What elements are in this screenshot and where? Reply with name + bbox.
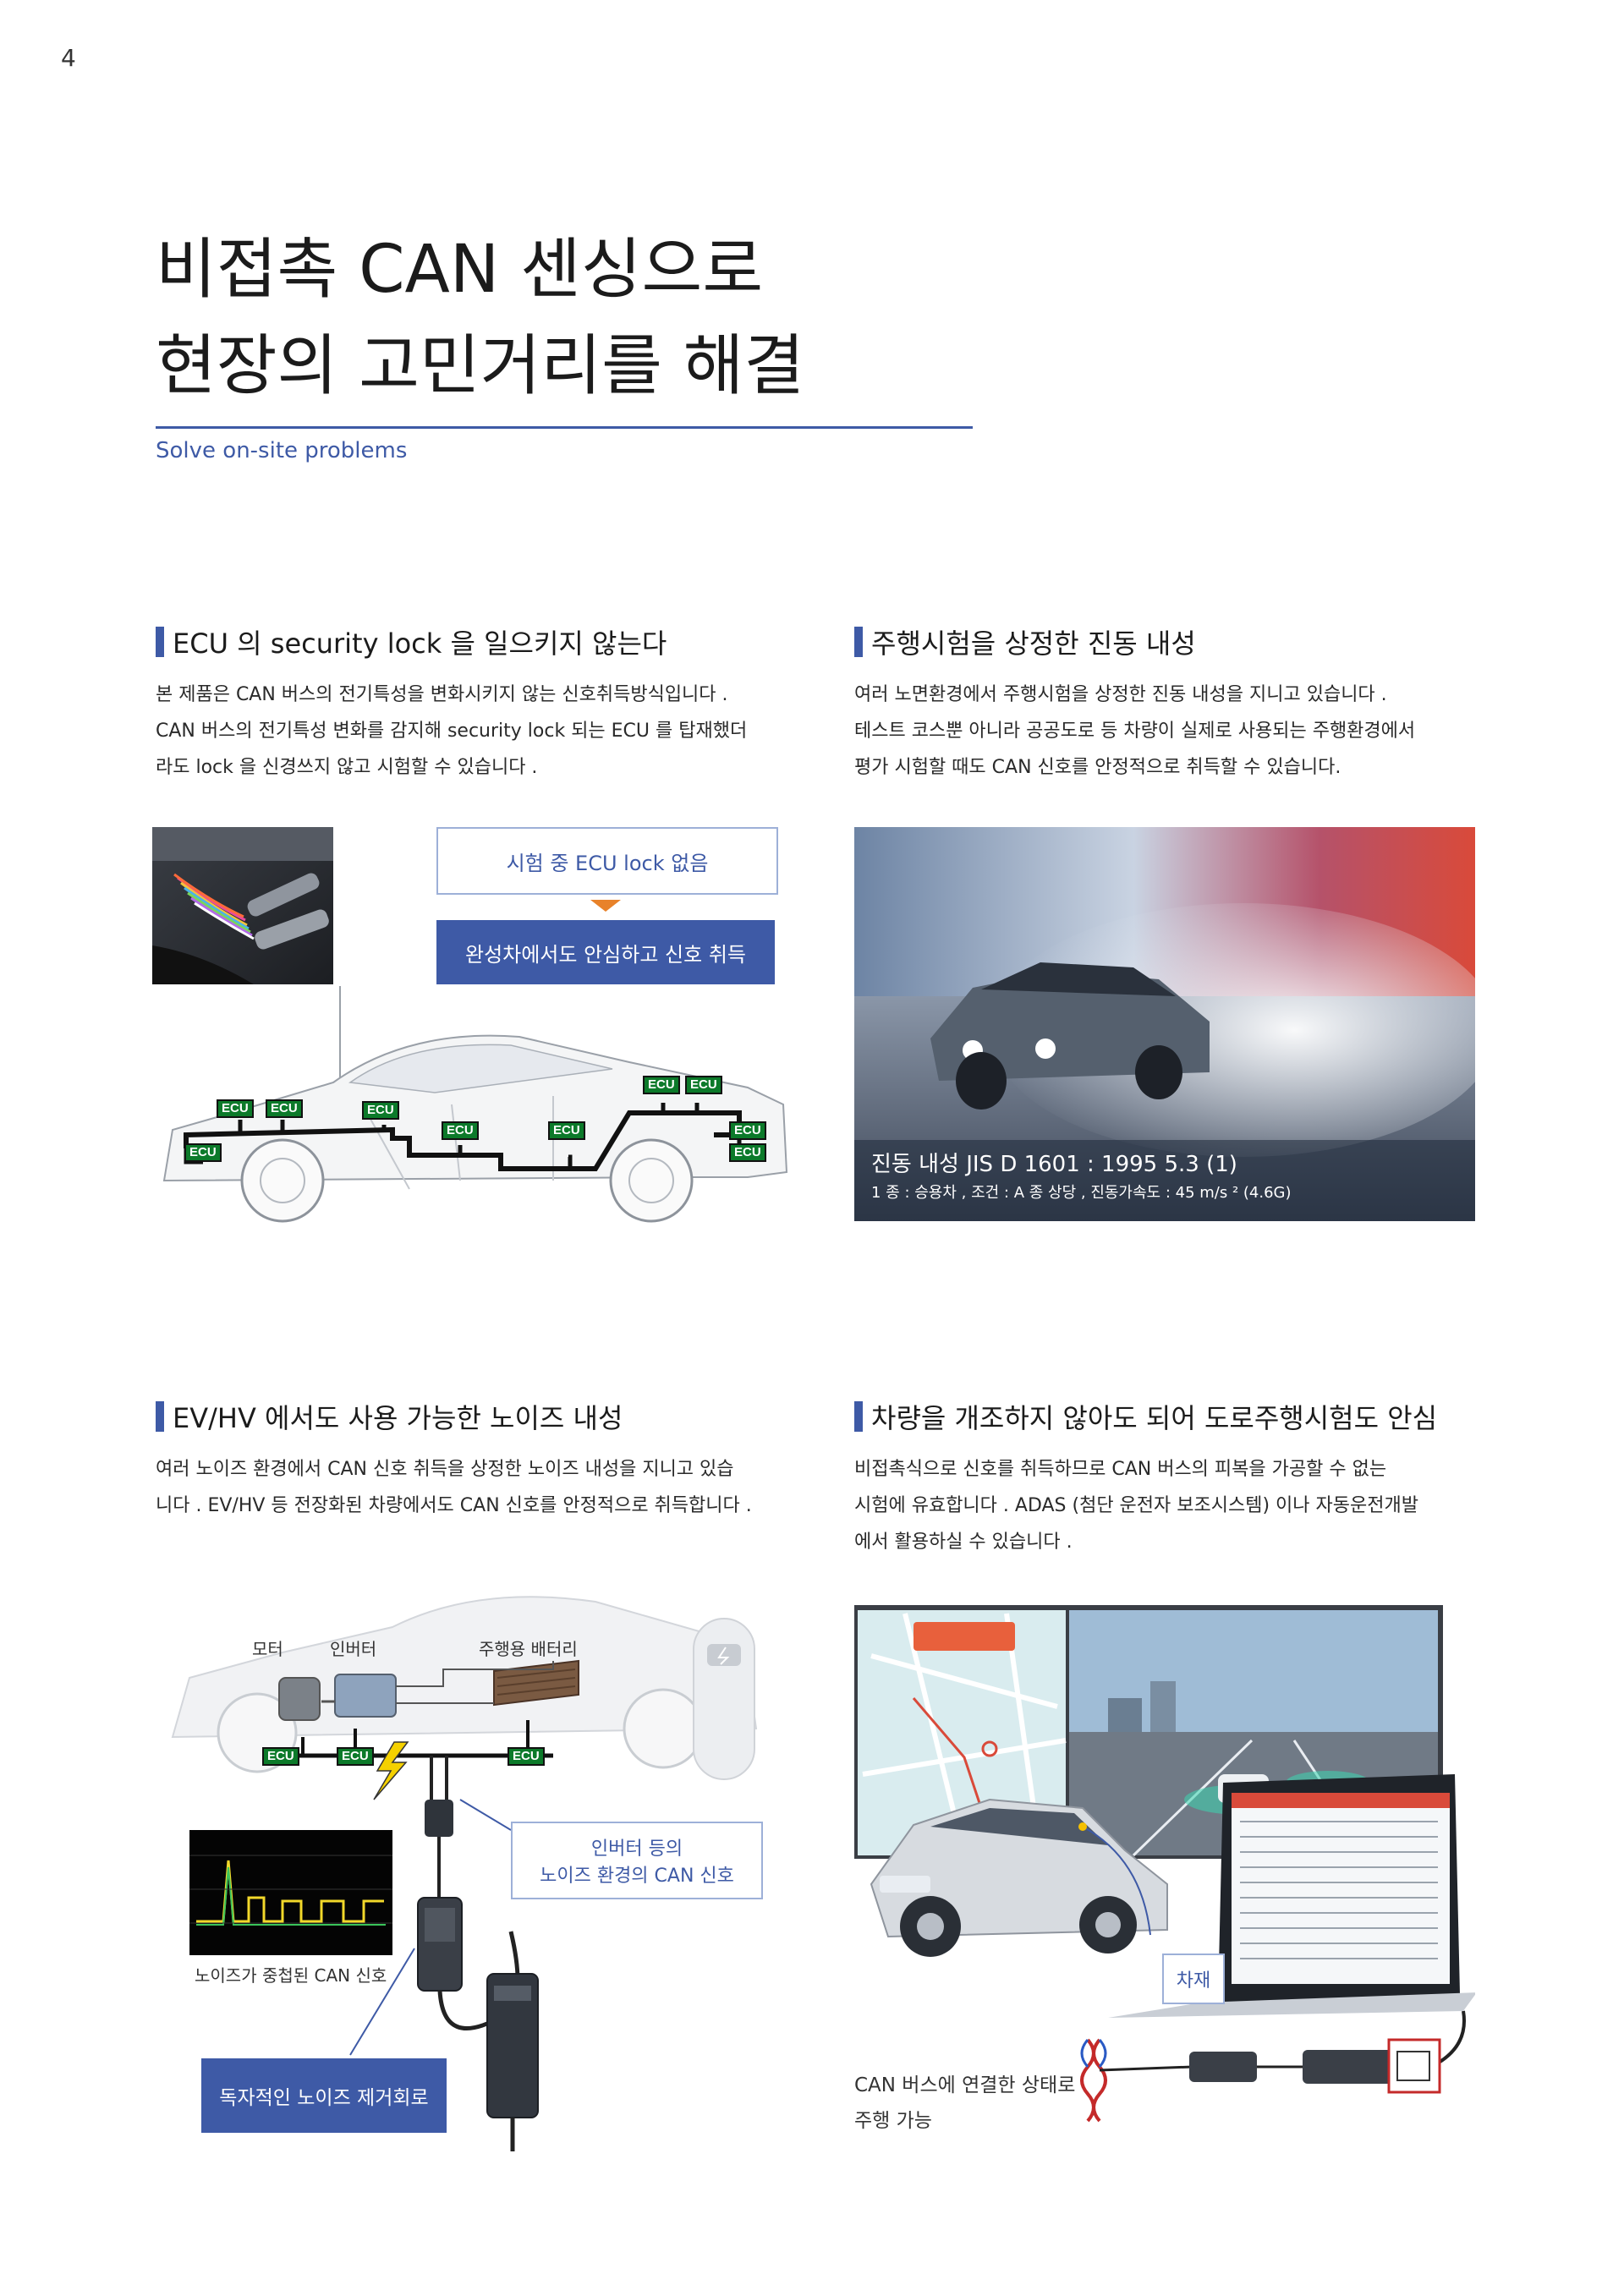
callout-vehicle: 차재: [1162, 1954, 1225, 2004]
page-title-line-2: 현장의 고민거리를 해결: [156, 328, 805, 404]
body-line: 에서 활용하실 수 있습니다 .: [854, 1532, 1073, 1553]
title-rule: [156, 426, 973, 429]
heading-bar: [156, 1401, 164, 1432]
section-heading-text: 차량을 개조하지 않아도 되어 도로주행시험도 안심: [871, 1402, 1438, 1434]
body-line: 시험에 유효합니다 . ADAS (첨단 운전자 보조시스템) 이나 자동운전개…: [854, 1495, 1418, 1516]
body-line: 본 제품은 CAN 버스의 전기특성을 변화시키지 않는 신호취득방식입니다 .: [156, 684, 728, 705]
section-heading-text: EV/HV 에서도 사용 가능한 노이즈 내성: [173, 1402, 623, 1434]
label-noisy-signal: 노이즈가 중첩된 CAN 신호: [195, 1965, 387, 1986]
heading-bar: [854, 627, 863, 657]
ecu-badge: ECU: [548, 1121, 585, 1140]
ecu-badge: ECU: [729, 1121, 766, 1140]
car-ecu-diagram: ECU ECU ECU ECU ECU ECU ECU ECU ECU ECU: [156, 1011, 795, 1223]
body-line: 테스트 코스뿐 아니라 공공도로 등 차량이 실제로 사용되는 주행환경에서: [854, 721, 1416, 742]
body-line: 비접촉식으로 신호를 취득하므로 CAN 버스의 피복을 가공할 수 없는: [854, 1459, 1387, 1480]
ecu-badge: ECU: [266, 1099, 303, 1118]
section-heading-vibration: 주행시험을 상정한 진동 내성: [854, 622, 1196, 661]
page-title: 비접촉 CAN 센싱으로 현장의 고민거리를 해결: [156, 222, 804, 414]
section-heading-noise: EV/HV 에서도 사용 가능한 노이즈 내성: [156, 1397, 623, 1436]
ecu-badge: ECU: [508, 1747, 545, 1766]
ecu-badge: ECU: [262, 1747, 299, 1766]
road-caption-line-1: CAN 버스에 연결한 상태로: [854, 2074, 1076, 2096]
section-body-ecu-lock: 본 제품은 CAN 버스의 전기특성을 변화시키지 않는 신호취득방식입니다 .…: [156, 677, 782, 786]
ecu-badge: ECU: [217, 1099, 254, 1118]
road-test-diagram: 차재 CAN 버스에 연결한 상태로 주행 가능: [854, 1605, 1475, 2138]
section-body-vibration: 여러 노면환경에서 주행시험을 상정한 진동 내성을 지니고 있습니다 . 테스…: [854, 677, 1480, 786]
body-line: 여러 노면환경에서 주행시험을 상정한 진동 내성을 지니고 있습니다 .: [854, 684, 1387, 705]
body-line: 평가 시험할 때도 CAN 신호를 안정적으로 취득할 수 있습니다.: [854, 757, 1341, 778]
body-line: 라도 lock 을 신경쓰지 않고 시험할 수 있습니다 .: [156, 757, 538, 778]
page-subtitle: Solve on-site problems: [156, 438, 408, 463]
ecu-badge: ECU: [685, 1076, 722, 1094]
ecu-badge: ECU: [729, 1143, 766, 1162]
callout-no-lock: 시험 중 ECU lock 없음: [436, 827, 778, 895]
connector-leader-line: [339, 986, 341, 1094]
body-line: 여러 노이즈 환경에서 CAN 신호 취득을 상정한 노이즈 내성을 지니고 있…: [156, 1459, 734, 1480]
vibration-caption-detail: 1 종 : 승용차 , 조건 : A 종 상당 , 진동가속도 : 45 m/s…: [871, 1184, 1292, 1202]
heading-bar: [854, 1401, 863, 1432]
section-heading-text: ECU 의 security lock 을 일으키지 않는다: [173, 627, 667, 660]
ecu-badge: ECU: [184, 1143, 222, 1162]
page-title-line-1: 비접촉 CAN 센싱으로: [156, 232, 764, 308]
callout-line: 인버터 등의: [590, 1838, 683, 1860]
callout-noisy-can-signal: 인버터 등의 노이즈 환경의 CAN 신호: [511, 1822, 763, 1899]
label-battery: 주행용 배터리: [479, 1639, 578, 1659]
ecu-badge: ECU: [337, 1747, 374, 1766]
section-heading-ecu-lock: ECU 의 security lock 을 일으키지 않는다: [156, 622, 667, 661]
ecu-badge: ECU: [362, 1101, 399, 1120]
ecu-badge: ECU: [442, 1121, 479, 1140]
vibration-caption-title: 진동 내성 JIS D 1601 : 1995 5.3 (1): [871, 1152, 1237, 1177]
label-inverter: 인버터: [330, 1639, 377, 1659]
page-number: 4: [61, 44, 76, 72]
section-body-road-test: 비접촉식으로 신호를 취득하므로 CAN 버스의 피복을 가공할 수 없는 시험…: [854, 1451, 1480, 1560]
drift-car-photo: 진동 내성 JIS D 1601 : 1995 5.3 (1) 1 종 : 승용…: [854, 827, 1475, 1221]
section-heading-text: 주행시험을 상정한 진동 내성: [871, 627, 1196, 660]
heading-bar: [156, 627, 164, 657]
callout-safe-acquisition: 완성차에서도 안심하고 신호 취득: [436, 920, 775, 984]
road-caption-line-2: 주행 가능: [854, 2110, 932, 2132]
section-body-noise: 여러 노이즈 환경에서 CAN 신호 취득을 상정한 노이즈 내성을 지니고 있…: [156, 1451, 782, 1524]
label-motor: 모터: [252, 1639, 283, 1659]
body-line: 니다 . EV/HV 등 전장화된 차량에서도 CAN 신호를 안정적으로 취득…: [156, 1495, 752, 1516]
callout-line: 노이즈 환경의 CAN 신호: [540, 1866, 734, 1887]
connector-photo: [152, 827, 333, 984]
noise-diagram: 모터 인버터 주행용 배터리 ECU ECU ECU 인버터 등의 노이즈 환경…: [156, 1576, 782, 2160]
body-line: CAN 버스의 전기특성 변화를 감지해 security lock 되는 EC…: [156, 721, 748, 742]
section-heading-road-test: 차량을 개조하지 않아도 되어 도로주행시험도 안심: [854, 1397, 1437, 1436]
callout-arrow-icon: [590, 900, 621, 912]
ecu-badge: ECU: [643, 1076, 680, 1094]
callout-noise-removal-circuit: 독자적인 노이즈 제거회로: [201, 2058, 447, 2133]
